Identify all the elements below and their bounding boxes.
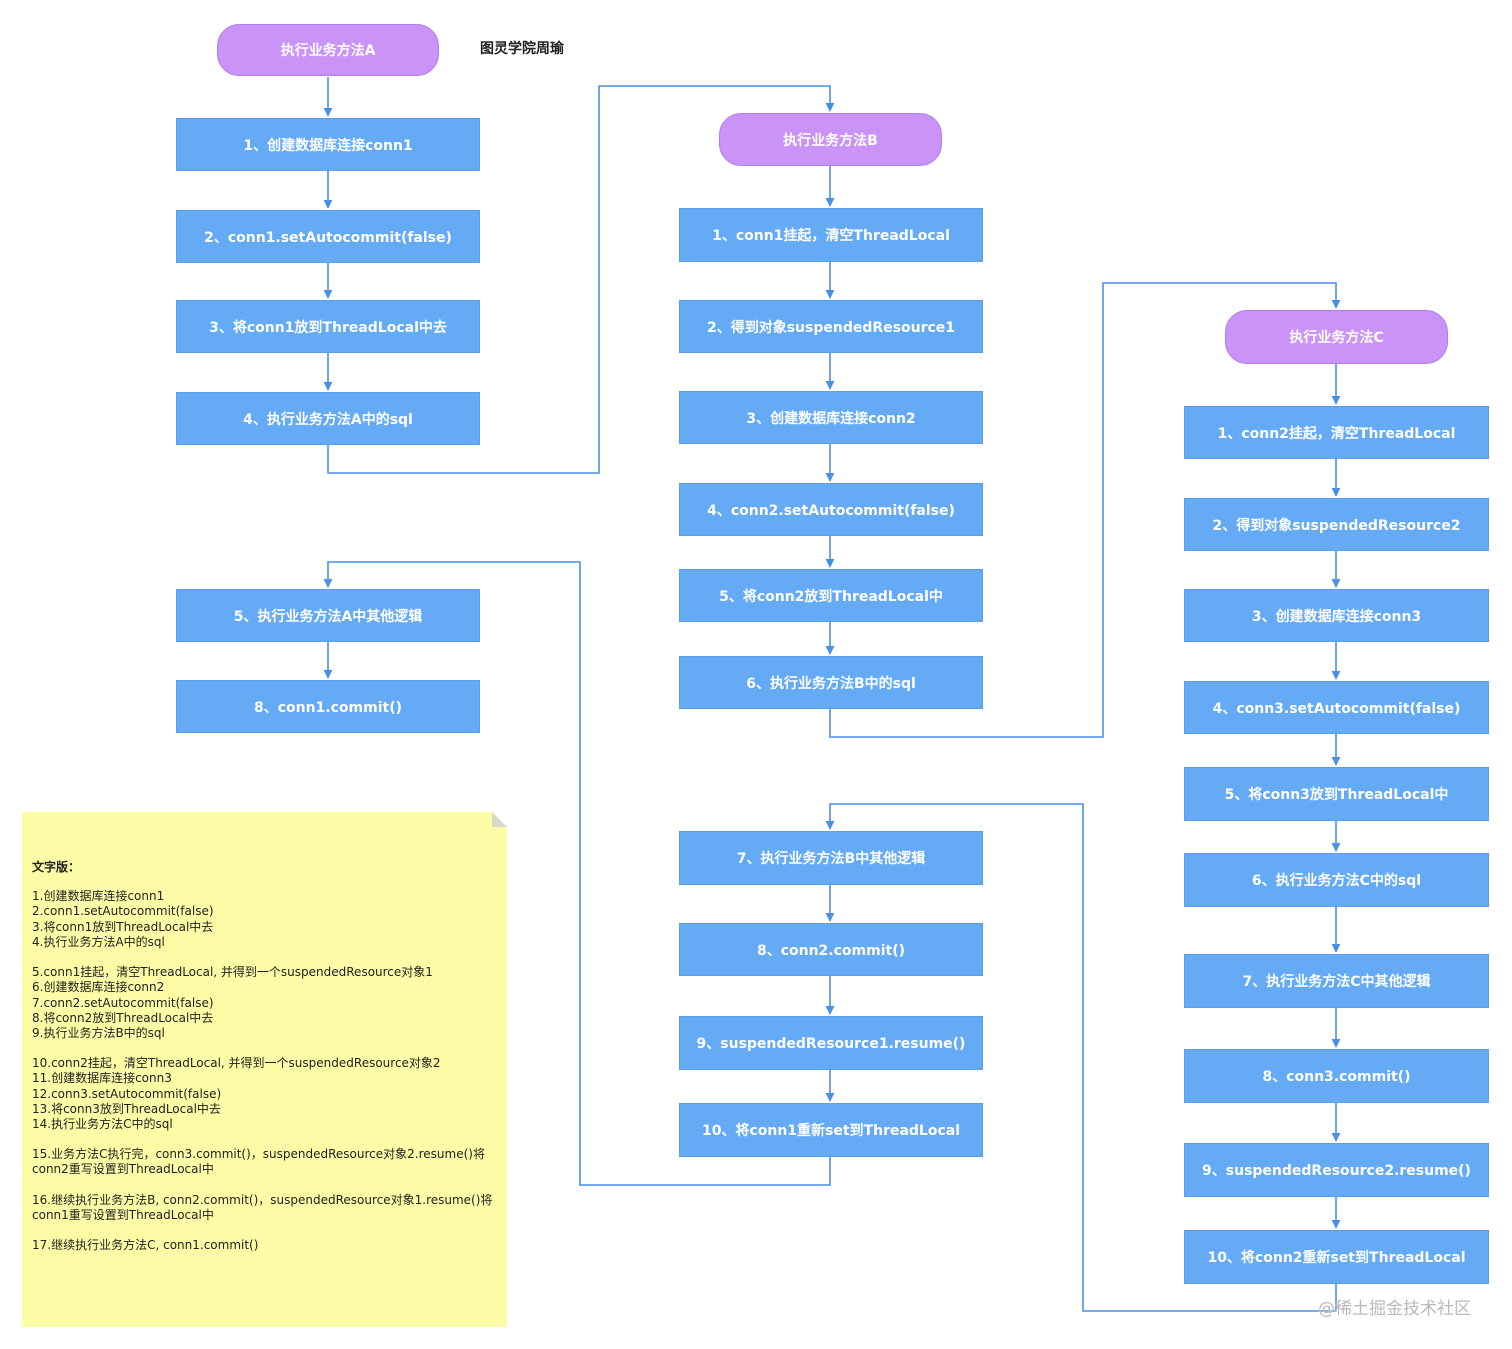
note-line: 4.执行业务方法A中的sql <box>32 934 165 949</box>
note-paragraph: 15.业务方法C执行完，conn3.commit()，suspendedReso… <box>32 1147 492 1178</box>
note-line: 9.执行业务方法B中的sql <box>32 1026 165 1041</box>
method-b-step-4: 4、conn2.setAutocommit(false) <box>679 483 983 536</box>
connector-a4-to-b <box>327 85 835 474</box>
note-line: 1.创建数据库连接conn1 <box>32 889 165 903</box>
method-c-step-5: 5、将conn3放到ThreadLocal中 <box>1184 767 1489 821</box>
method-b-step-7: 7、执行业务方法B中其他逻辑 <box>679 831 983 885</box>
method-b-step-9: 9、suspendedResource1.resume() <box>679 1016 983 1070</box>
note-line: 17.继续执行业务方法C, conn1.commit() <box>32 1238 259 1252</box>
note-line: 6.创建数据库连接conn2 <box>32 980 165 995</box>
method-c-step-7: 7、执行业务方法C中其他逻辑 <box>1184 954 1489 1008</box>
method-c-step-3: 3、创建数据库连接conn3 <box>1184 589 1489 642</box>
note-title: 文字版： <box>32 860 81 874</box>
method-c-step-4: 4、conn3.setAutocommit(false) <box>1184 681 1489 734</box>
method-b-step-6: 6、执行业务方法B中的sql <box>679 656 983 709</box>
note-paragraph: 10.conn2挂起，清空ThreadLocal, 并得到一个suspended… <box>32 1056 492 1132</box>
connector-b6-to-c <box>829 282 1341 738</box>
note-line: 11.创建数据库连接conn3 <box>32 1071 172 1086</box>
method-a-step-8: 8、conn1.commit() <box>176 680 480 733</box>
method-a-title: 执行业务方法A <box>217 24 439 76</box>
method-a-step-2: 2、conn1.setAutocommit(false) <box>176 210 480 263</box>
method-c-step-2: 2、得到对象suspendedResource2 <box>1184 498 1489 551</box>
method-b-step-3: 3、创建数据库连接conn2 <box>679 391 983 444</box>
note-line: 12.conn3.setAutocommit(false) <box>32 1086 222 1101</box>
connector-c10-to-b7 <box>825 803 1337 1312</box>
method-c-step-1: 1、conn2挂起，清空ThreadLocal <box>1184 406 1489 459</box>
method-c-step-8: 8、conn3.commit() <box>1184 1049 1489 1103</box>
note-line: conn2重写设置到ThreadLocal中 <box>32 1162 214 1177</box>
method-c-step-10: 10、将conn2重新set到ThreadLocal <box>1184 1230 1489 1284</box>
note-paragraph: 5.conn1挂起，清空ThreadLocal, 并得到一个suspendedR… <box>32 965 492 1041</box>
method-c-step-6: 6、执行业务方法C中的sql <box>1184 853 1489 907</box>
method-a-step-5: 5、执行业务方法A中其他逻辑 <box>176 589 480 642</box>
note-paragraph: 16.继续执行业务方法B, conn2.commit()，suspendedRe… <box>32 1193 492 1224</box>
method-b-title: 执行业务方法B <box>719 113 942 166</box>
method-b-step-1: 1、conn1挂起，清空ThreadLocal <box>679 208 983 262</box>
connector-b10-to-a5 <box>323 561 831 1186</box>
note-line: 8.将conn2放到ThreadLocal中去 <box>32 1010 214 1025</box>
method-a-step-1: 1、创建数据库连接conn1 <box>176 118 480 171</box>
text-version-note <box>22 812 507 1327</box>
note-line: 3.将conn1放到ThreadLocal中去 <box>32 919 214 934</box>
diagram-caption: 图灵学院周瑜 <box>480 41 564 57</box>
method-b-step-2: 2、得到对象suspendedResource1 <box>679 300 983 353</box>
note-line: 5.conn1挂起，清空ThreadLocal, 并得到一个suspendedR… <box>32 965 433 979</box>
method-a-step-3: 3、将conn1放到ThreadLocal中去 <box>176 300 480 353</box>
method-b-step-5: 5、将conn2放到ThreadLocal中 <box>679 569 983 622</box>
method-b-step-8: 8、conn2.commit() <box>679 923 983 976</box>
method-a-step-4: 4、执行业务方法A中的sql <box>176 392 480 445</box>
note-line: 14.执行业务方法C中的sql <box>32 1117 173 1132</box>
method-c-step-9: 9、suspendedResource2.resume() <box>1184 1143 1489 1197</box>
method-c-title: 执行业务方法C <box>1225 310 1448 364</box>
note-line: 7.conn2.setAutocommit(false) <box>32 995 214 1010</box>
note-line: 10.conn2挂起，清空ThreadLocal, 并得到一个suspended… <box>32 1056 441 1070</box>
method-b-step-10: 10、将conn1重新set到ThreadLocal <box>679 1103 983 1157</box>
note-line: 15.业务方法C执行完，conn3.commit()，suspendedReso… <box>32 1147 485 1161</box>
note-line: 13.将conn3放到ThreadLocal中去 <box>32 1101 221 1116</box>
watermark: @稀土掘金技术社区 <box>1318 1299 1471 1319</box>
note-paragraph: 1.创建数据库连接conn1 2.conn1.setAutocommit(fal… <box>32 889 492 950</box>
note-line: 2.conn1.setAutocommit(false) <box>32 904 214 919</box>
note-line: conn1重写设置到ThreadLocal中 <box>32 1208 214 1223</box>
note-paragraph: 17.继续执行业务方法C, conn1.commit() <box>32 1238 492 1253</box>
note-line: 16.继续执行业务方法B, conn2.commit()，suspendedRe… <box>32 1193 493 1207</box>
